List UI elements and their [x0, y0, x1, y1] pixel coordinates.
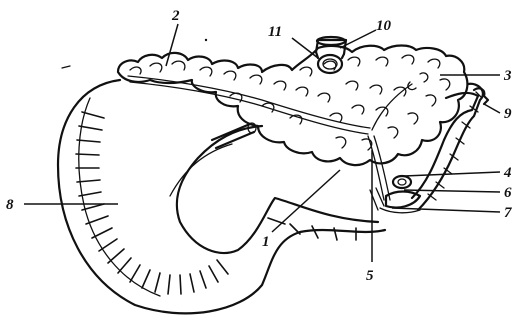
- leader-4: [404, 172, 500, 176]
- leader-2: [166, 24, 178, 66]
- leader-lines: [24, 24, 500, 262]
- pancreas: [118, 46, 467, 201]
- leader-7: [392, 208, 500, 212]
- label-9: 9: [504, 106, 512, 122]
- label-7: 7: [504, 205, 512, 221]
- leader-9: [484, 104, 500, 113]
- label-4: 4: [503, 165, 512, 181]
- label-5: 5: [366, 268, 374, 284]
- label-2: 2: [171, 8, 180, 24]
- print-specks: [62, 39, 207, 68]
- label-11: 11: [268, 24, 282, 40]
- label-1: 1: [262, 234, 270, 250]
- label-3: 3: [503, 68, 512, 84]
- vessel-cross-section: [316, 37, 346, 73]
- label-10: 10: [376, 18, 392, 34]
- label-8: 8: [6, 197, 14, 213]
- papilla-region: [370, 176, 420, 213]
- stomach-body: [58, 80, 385, 313]
- leader-11: [292, 38, 318, 58]
- label-6: 6: [504, 185, 512, 201]
